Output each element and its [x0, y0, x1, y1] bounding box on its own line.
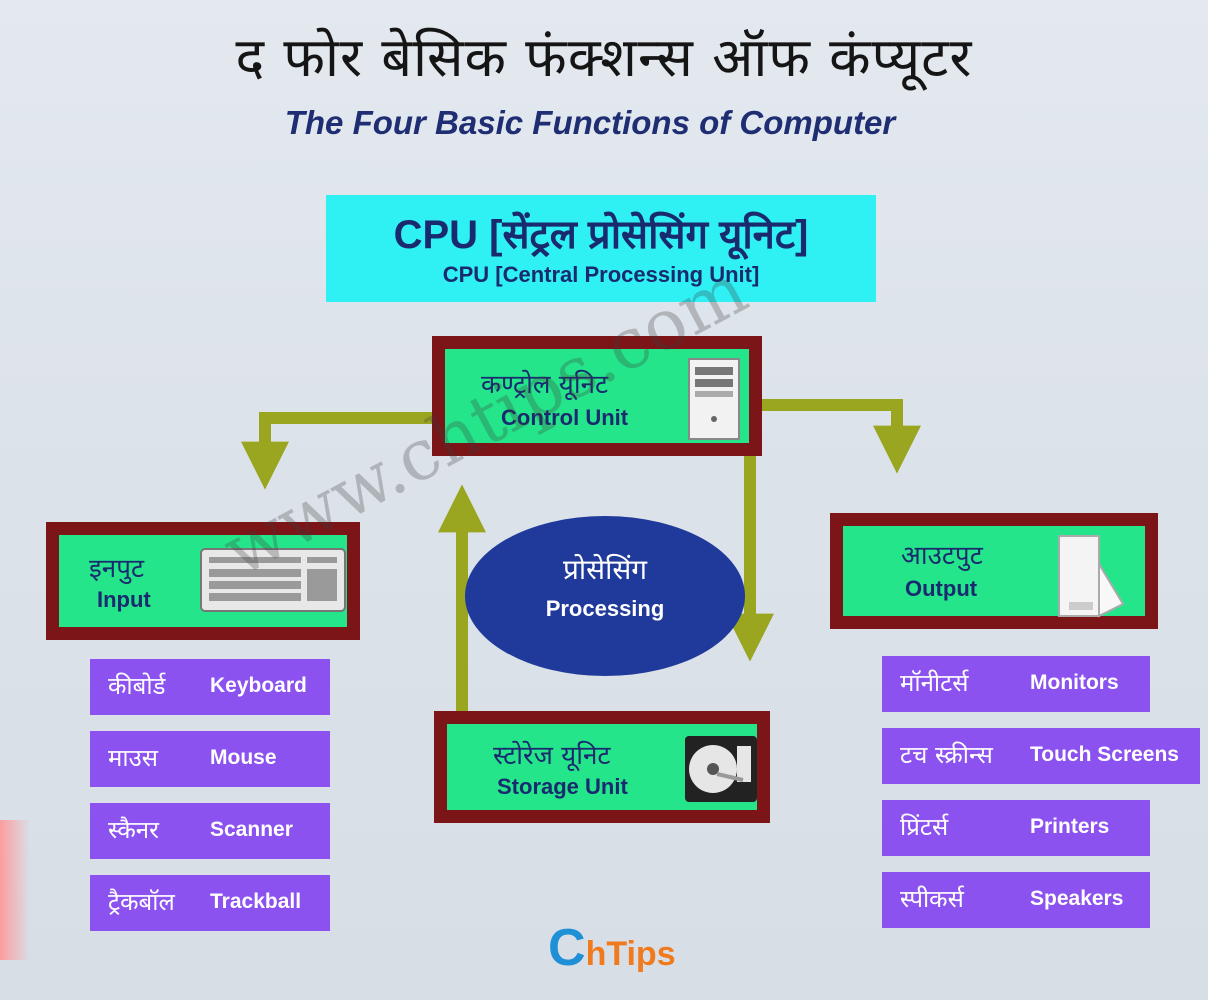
- control-unit-english: Control Unit: [501, 405, 629, 430]
- output-unit-english: Output: [905, 576, 978, 601]
- input-device-english: Scanner: [210, 818, 293, 841]
- output-device-english: Touch Screens: [1030, 743, 1179, 766]
- output-device-english: Monitors: [1030, 671, 1119, 694]
- output-device-english: Printers: [1030, 815, 1110, 838]
- processing-english: Processing: [545, 596, 665, 621]
- output-device-hindi: प्रिंटर्स: [900, 813, 949, 841]
- storage-unit-english: Storage Unit: [497, 774, 628, 799]
- arrow-control-to-input: [241, 412, 436, 490]
- input-device-pill: कीबोर्ड Keyboard: [90, 659, 330, 715]
- logo-text: hTips: [585, 935, 676, 973]
- cpu-header-box: CPU [सेंट्रल प्रोसेसिंग यूनिट] CPU [Cent…: [326, 195, 876, 302]
- input-device-english: Keyboard: [210, 674, 307, 697]
- output-unit-hindi: आउटपुट: [901, 541, 983, 571]
- page-title-english: The Four Basic Functions of Computer: [284, 104, 896, 141]
- output-device-pill: टच स्क्रीन्स Touch Screens: [882, 728, 1200, 784]
- desktop-tower-icon: [688, 358, 740, 440]
- arrow-control-to-output: [760, 399, 921, 474]
- keyboard-icon: [200, 548, 346, 612]
- output-device-hindi: मॉनीटर्स: [900, 669, 969, 697]
- input-device-hindi: माउस: [108, 744, 158, 772]
- cpu-subtitle: CPU [Central Processing Unit]: [442, 262, 760, 287]
- hard-disk-icon: [685, 736, 757, 802]
- output-device-pill: स्पीकर्स Speakers: [882, 872, 1150, 928]
- chtips-logo: ChTips: [548, 918, 676, 978]
- output-device-hindi: स्पीकर्स: [900, 885, 964, 913]
- input-unit-hindi: इनपुट: [89, 554, 145, 584]
- input-device-pill: ट्रैकबॉल Trackball: [90, 875, 330, 931]
- output-device-pill: प्रिंटर्स Printers: [882, 800, 1150, 856]
- output-device-pill: मॉनीटर्स Monitors: [882, 656, 1150, 712]
- input-unit-english: Input: [97, 587, 151, 612]
- page-title-hindi: द फोर बेसिक फंक्शन्स ऑफ कंप्यूटर: [235, 26, 973, 89]
- input-device-pill: स्कैनर Scanner: [90, 803, 330, 859]
- input-device-hindi: स्कैनर: [108, 816, 159, 844]
- processing-ellipse: प्रोसेसिंग Processing: [465, 516, 745, 676]
- processing-hindi: प्रोसेसिंग: [562, 553, 648, 586]
- input-device-english: Mouse: [210, 746, 277, 769]
- input-device-hindi: ट्रैकबॉल: [108, 888, 175, 916]
- output-device-hindi: टच स्क्रीन्स: [900, 741, 993, 769]
- input-device-english: Trackball: [210, 890, 302, 913]
- input-device-pill: माउस Mouse: [90, 731, 330, 787]
- logo-letter-c: C: [548, 919, 586, 977]
- edge-decoration: [0, 820, 30, 960]
- output-device-english: Speakers: [1030, 887, 1124, 910]
- output-unit-box: आउटपुट Output: [830, 513, 1158, 629]
- control-unit-hindi: कण्ट्रोल यूनिट: [481, 370, 609, 400]
- control-unit-box: कण्ट्रोल यूनिट Control Unit: [432, 336, 762, 456]
- storage-unit-box: स्टोरेज यूनिट Storage Unit: [434, 711, 770, 823]
- storage-unit-hindi: स्टोरेज यूनिट: [493, 741, 611, 771]
- input-unit-box: इनपुट Input: [46, 522, 360, 640]
- input-device-hindi: कीबोर्ड: [108, 672, 166, 700]
- cpu-title: CPU [सेंट्रल प्रोसेसिंग यूनिट]: [393, 213, 809, 257]
- monitor-icon: [1058, 535, 1125, 618]
